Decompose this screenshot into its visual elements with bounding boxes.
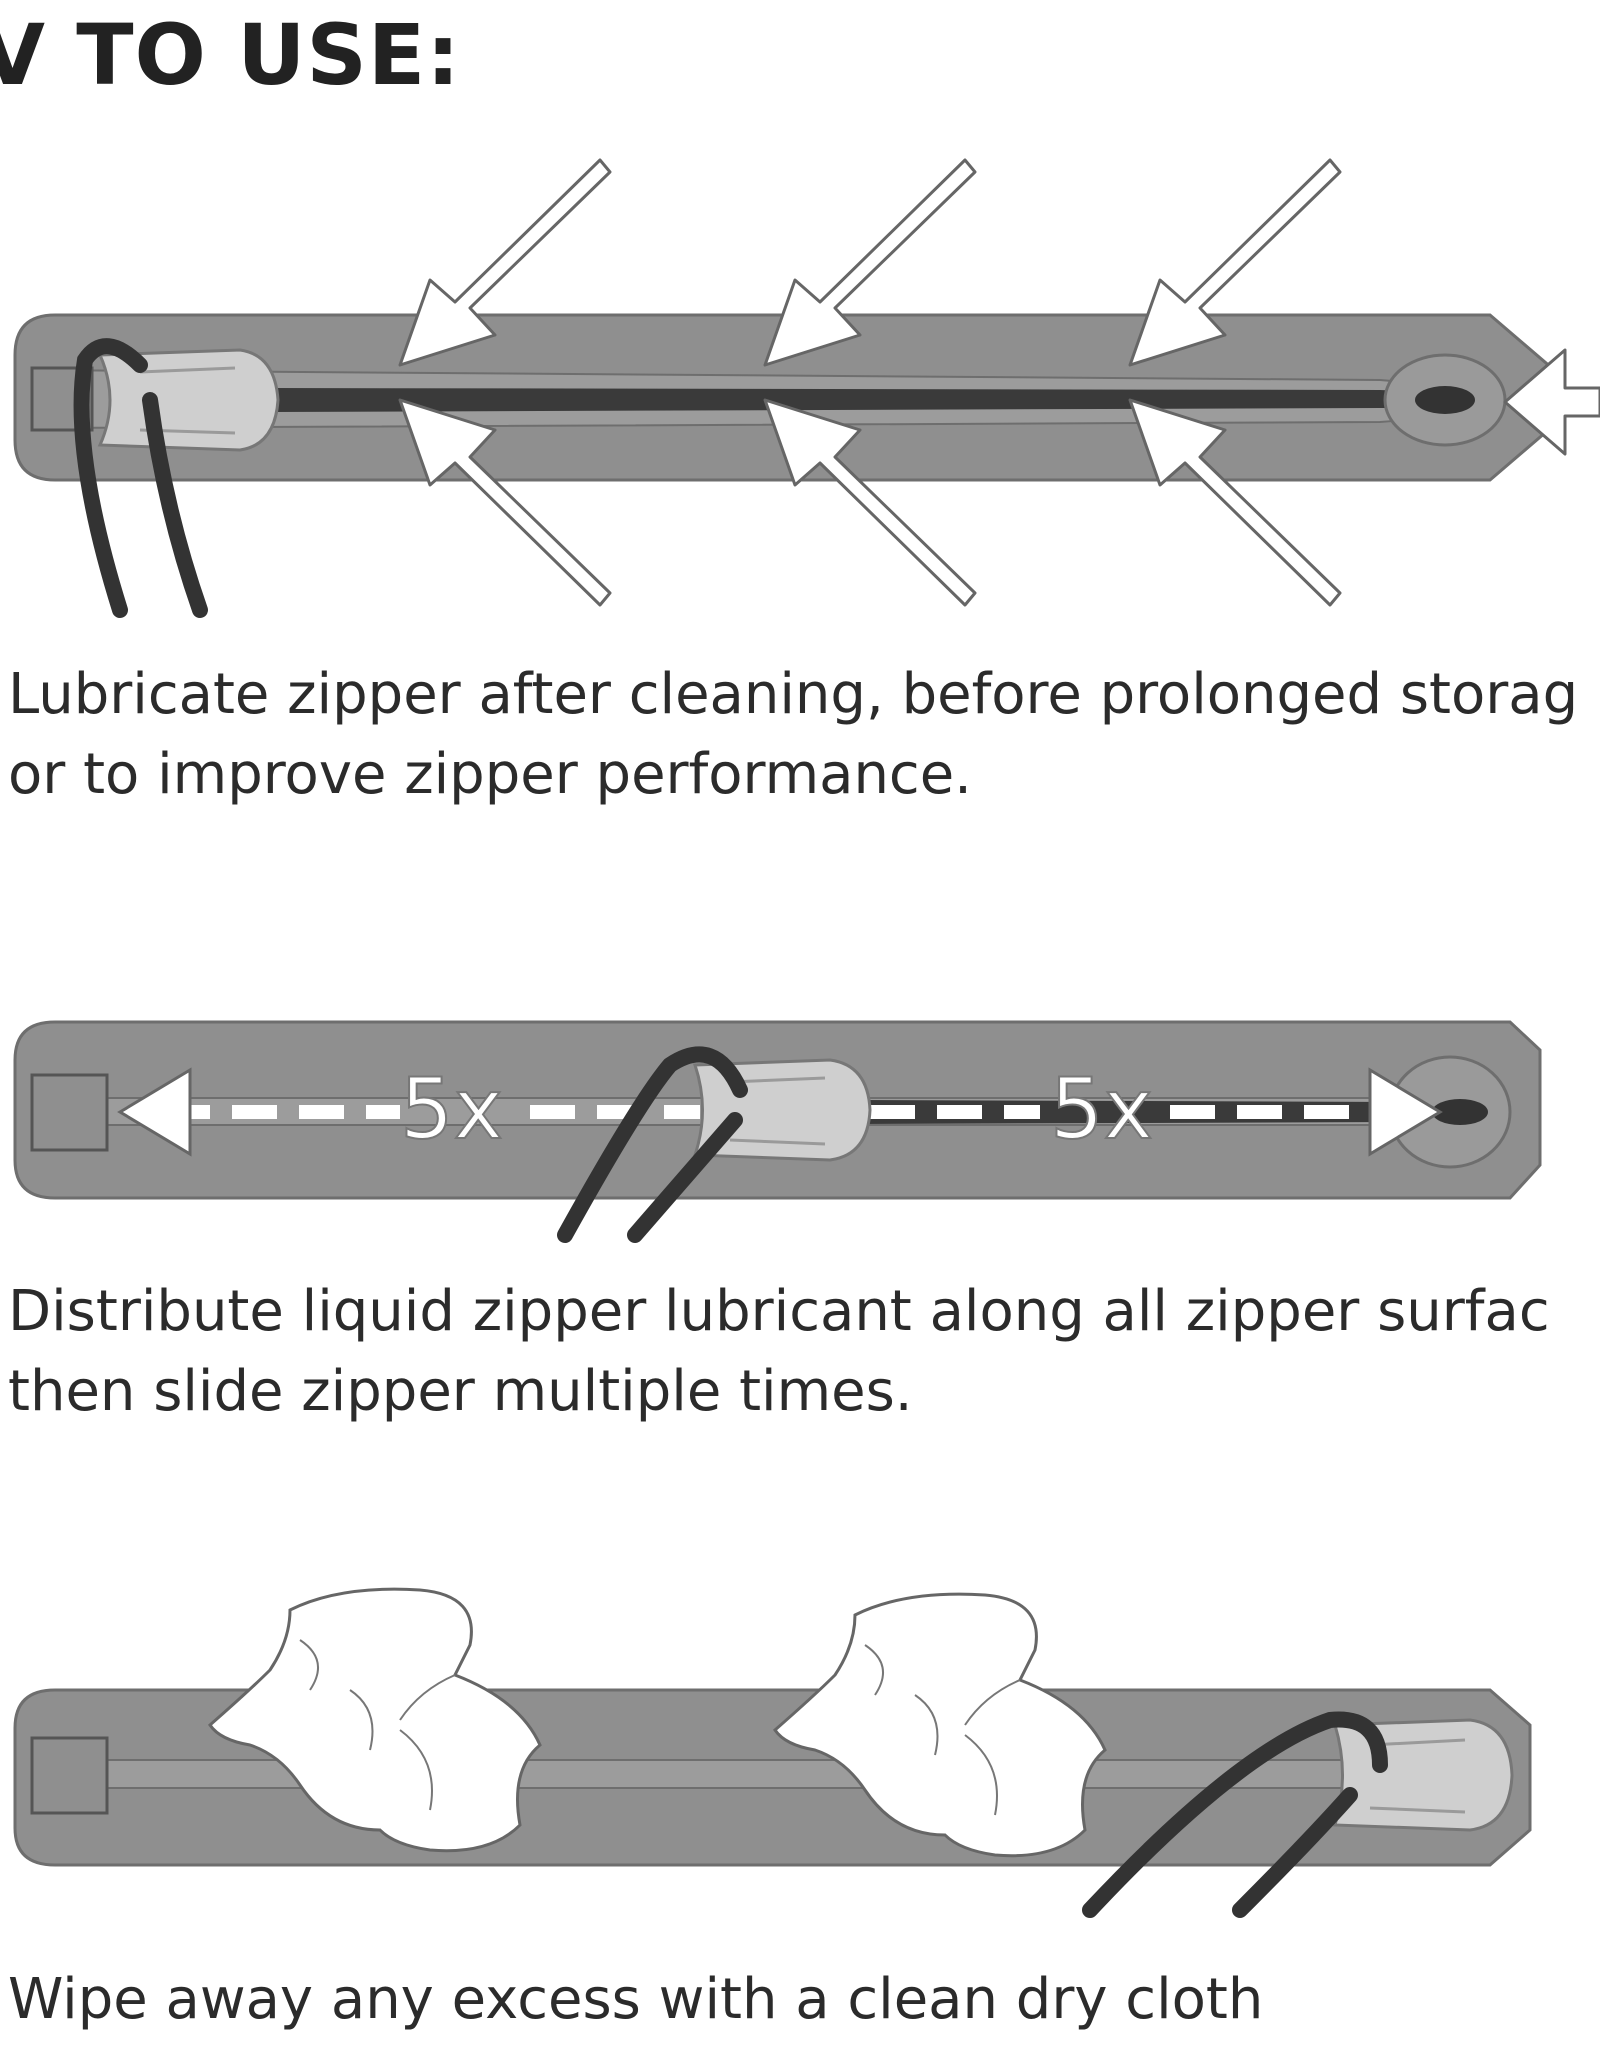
step-2-line-2: then slide zipper multiple times. (8, 1359, 913, 1424)
zipper-slider (97, 348, 280, 452)
step-2-line-1: Distribute liquid zipper lubricant along… (8, 1279, 1550, 1344)
pull-cord (557, 1046, 748, 1243)
zipper-box-stop (30, 1073, 109, 1152)
cloth-icon (773, 1592, 1107, 1858)
pull-cord (1082, 1711, 1388, 1918)
zipper-teeth (270, 388, 1473, 412)
page-heading: V TO USE: (0, 6, 461, 104)
zipper-box-stop (30, 1736, 109, 1815)
repeat-label-right: 5x (1050, 1060, 1153, 1158)
arrow-right-icon (1368, 1067, 1443, 1157)
step-3-illustration (13, 1587, 1532, 1918)
step-1-line-1: Lubricate zipper after cleaning, before … (8, 662, 1579, 727)
step-3-line-1: Wipe away any excess with a clean dry cl… (8, 1967, 1264, 2032)
step-1-illustration (13, 158, 1600, 618)
cloth-icon (208, 1587, 542, 1853)
step-1-caption: Lubricate zipper after cleaning, before … (8, 655, 1600, 815)
zipper-track (39, 1759, 1381, 1789)
step-1-line-2: or to improve zipper performance. (8, 742, 972, 807)
step-3-caption: Wipe away any excess with a clean dry cl… (8, 1960, 1600, 2040)
step-2-caption: Distribute liquid zipper lubricant along… (8, 1272, 1600, 1432)
arrow-left-icon (117, 1067, 192, 1157)
pull-cord (73, 338, 148, 618)
arrow-icon (398, 158, 1600, 607)
step-2-illustration: 5x 5x (13, 1020, 1542, 1243)
zipper-slider (1333, 1718, 1514, 1832)
repeat-label-left: 5x (400, 1060, 503, 1158)
